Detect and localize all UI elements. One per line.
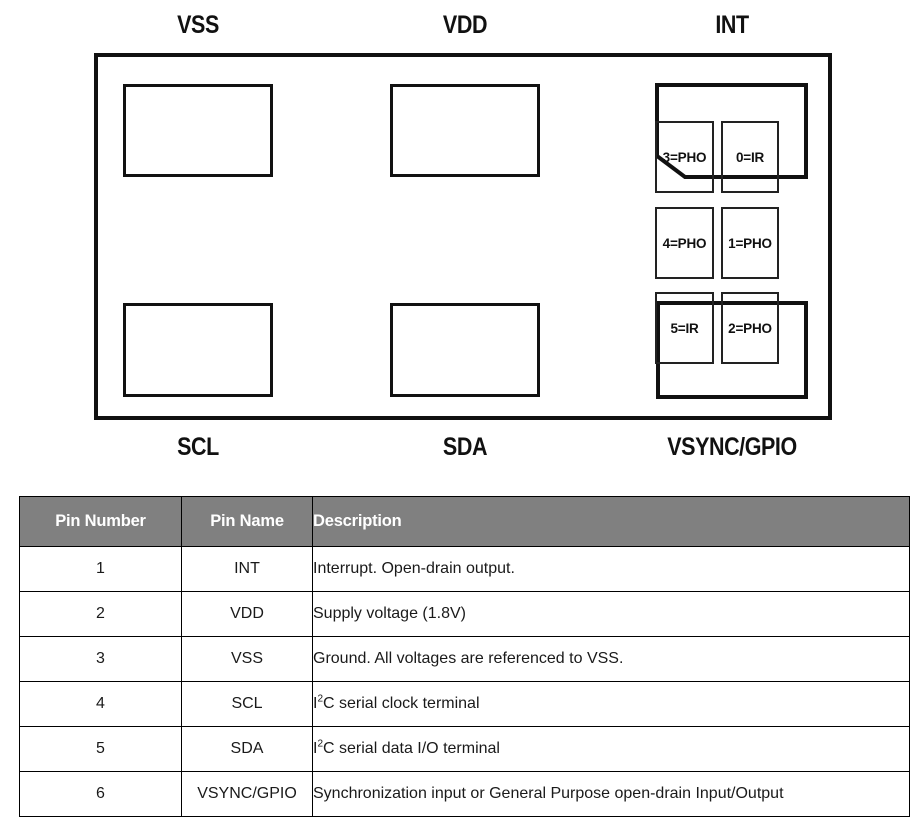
header-pin-name: Pin Name (181, 496, 313, 547)
pin-label-vdd: VDD (442, 11, 488, 39)
cell-pin-name: VDD (181, 591, 313, 637)
cell-pin-number: 5 (19, 726, 182, 772)
cell-pin-number: 6 (19, 771, 182, 817)
cell-description: I2C serial data I/O terminal (312, 726, 910, 772)
pad-vdd (390, 84, 540, 177)
cell-pin-number: 4 (19, 681, 182, 727)
right-pad-group (655, 83, 808, 399)
cell-pin-number: 1 (19, 546, 182, 592)
table-header-row: Pin Number Pin Name Description (19, 496, 910, 547)
pad-int-chamfered (655, 83, 808, 179)
pad-vsync (656, 301, 808, 399)
cell-description: Synchronization input or General Purpose… (312, 771, 910, 817)
pin-label-sda: SDA (442, 433, 488, 461)
header-description: Description (312, 496, 910, 547)
array-cell-3: 3=PHO (655, 121, 714, 193)
pin-label-scl: SCL (177, 433, 219, 461)
cell-pin-name: SCL (181, 681, 313, 727)
cell-description: Interrupt. Open-drain output. (312, 546, 910, 592)
cell-pin-name: INT (181, 546, 313, 592)
array-cell-4: 4=PHO (655, 207, 714, 279)
pin-label-int: INT (715, 11, 749, 39)
array-cell-5: 5=IR (655, 292, 714, 364)
cell-description: I2C serial clock terminal (312, 681, 910, 727)
header-pin-number: Pin Number (19, 496, 182, 547)
pad-sda (390, 303, 540, 397)
cell-pin-name: VSYNC/GPIO (181, 771, 313, 817)
cell-pin-name: VSS (181, 636, 313, 682)
pin-label-vsync-gpio: VSYNC/GPIO (667, 433, 797, 461)
pad-scl (123, 303, 273, 397)
cell-pin-number: 2 (19, 591, 182, 637)
array-cell-2: 2=PHO (721, 292, 779, 364)
pad-vss (123, 84, 273, 177)
cell-description: Supply voltage (1.8V) (312, 591, 910, 637)
array-cell-1: 1=PHO (721, 207, 779, 279)
cell-description: Ground. All voltages are referenced to V… (312, 636, 910, 682)
cell-pin-number: 3 (19, 636, 182, 682)
pin-label-vss: VSS (177, 11, 219, 39)
array-cell-0: 0=IR (721, 121, 779, 193)
cell-pin-name: SDA (181, 726, 313, 772)
package-pinout-diagram: VSS VDD INT 3=PHO 0=IR 4=PHO 1=PHO 5=IR … (94, 11, 832, 461)
